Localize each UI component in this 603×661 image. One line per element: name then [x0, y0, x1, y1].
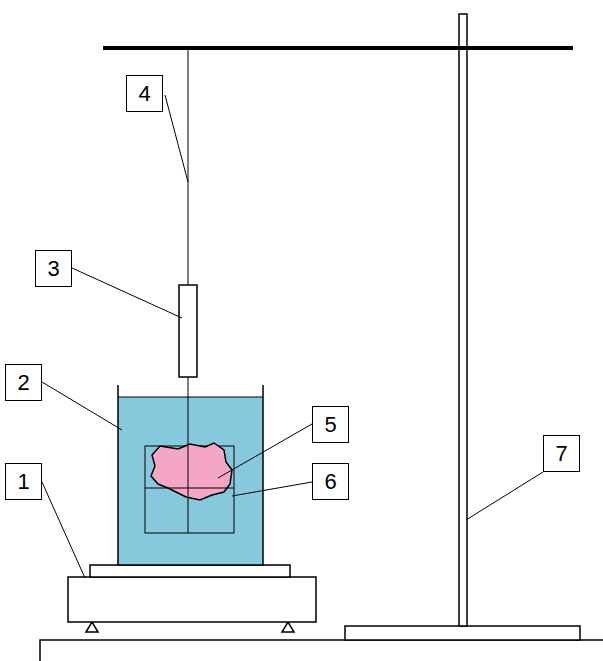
callout-number: 2 [17, 372, 29, 394]
scale-body [68, 577, 316, 622]
water [118, 397, 263, 565]
thread [188, 50, 189, 285]
beaker [118, 385, 263, 565]
water-surface [118, 397, 263, 398]
tissue-sample [151, 443, 232, 500]
callout-box: 2 [5, 364, 42, 401]
thread [188, 377, 189, 446]
frame-cross [188, 446, 189, 533]
callout-number: 3 [47, 258, 59, 280]
callout-box: 6 [312, 463, 349, 500]
leader-line [42, 382, 122, 430]
floor [40, 640, 603, 661]
callout-number: 4 [138, 83, 150, 105]
callout-box: 7 [543, 435, 580, 472]
leader-line [466, 472, 543, 520]
scale-foot [86, 622, 98, 632]
callout-number: 5 [324, 414, 336, 436]
stand-base [345, 626, 580, 640]
callout-box: 4 [126, 75, 163, 112]
callout-box: 1 [5, 463, 42, 500]
leader-line [232, 482, 312, 496]
leader-line [218, 424, 312, 478]
scale-foot [282, 622, 294, 632]
stand-rod [459, 14, 467, 626]
callout-number: 6 [324, 471, 336, 493]
sensor-tube [179, 285, 197, 377]
leader-line [72, 268, 182, 318]
scale-pan [90, 565, 290, 577]
callout-number: 1 [17, 471, 29, 493]
callout-box: 5 [312, 406, 349, 443]
callout-box: 3 [35, 250, 72, 287]
callout-number: 7 [555, 443, 567, 465]
leader-line [165, 95, 188, 182]
leader-lines [42, 95, 543, 578]
frame-cross [145, 488, 234, 489]
top-bar [103, 46, 573, 50]
leader-line [42, 482, 85, 578]
